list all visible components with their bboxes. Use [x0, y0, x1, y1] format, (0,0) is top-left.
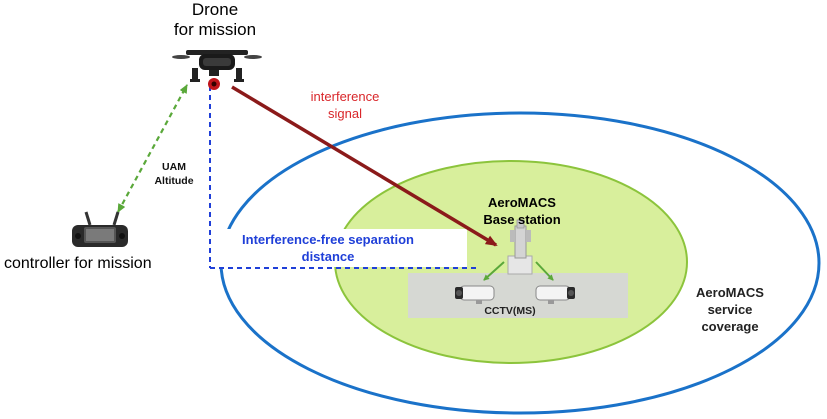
- separation-label-line1: Interference-free separation: [242, 232, 414, 247]
- cctv-camera-right-icon: [535, 285, 575, 304]
- coverage-label-line1: AeroMACS: [696, 285, 764, 300]
- base-station-tower-icon: [507, 219, 533, 275]
- interference-label-line1: interference: [310, 89, 380, 104]
- separation-label-line2: distance: [301, 249, 355, 264]
- interference-label-line2: signal: [328, 106, 362, 121]
- separation-distance-label: Interference-free separation distance: [213, 231, 443, 265]
- drone-icon: [172, 50, 262, 90]
- cctv-camera-left-icon: [455, 285, 495, 304]
- uam-label-line2: Altitude: [154, 175, 194, 187]
- interference-signal-label: interference signal: [300, 88, 390, 122]
- interference-arrow: [231, 85, 498, 247]
- base-station-label: AeroMACS Base station: [474, 194, 570, 228]
- tower-cctv-link-left: [483, 261, 505, 281]
- uam-altitude-label: UAM Altitude: [146, 160, 202, 188]
- base-station-label-line2: Base station: [483, 212, 561, 227]
- controller-label: controller for mission: [4, 255, 152, 272]
- cctv-label: CCTV(MS): [484, 305, 536, 317]
- drone-title-line1: Drone: [191, 0, 239, 19]
- coverage-label-line2: service: [707, 302, 753, 317]
- separation-label-background: [211, 229, 467, 267]
- tower-cctv-link-right: [535, 261, 554, 281]
- drone-title-line2: for mission: [173, 20, 257, 39]
- control-link-arrow: [117, 84, 188, 213]
- controller-icon: [72, 211, 128, 247]
- coverage-label-line3: coverage: [701, 319, 759, 334]
- drone-title: Drone for mission: [150, 0, 280, 40]
- base-station-label-line1: AeroMACS: [488, 195, 556, 210]
- service-coverage-label: AeroMACS service coverage: [690, 284, 770, 335]
- uam-label-line1: UAM: [162, 161, 186, 173]
- cctv-band: [408, 273, 628, 318]
